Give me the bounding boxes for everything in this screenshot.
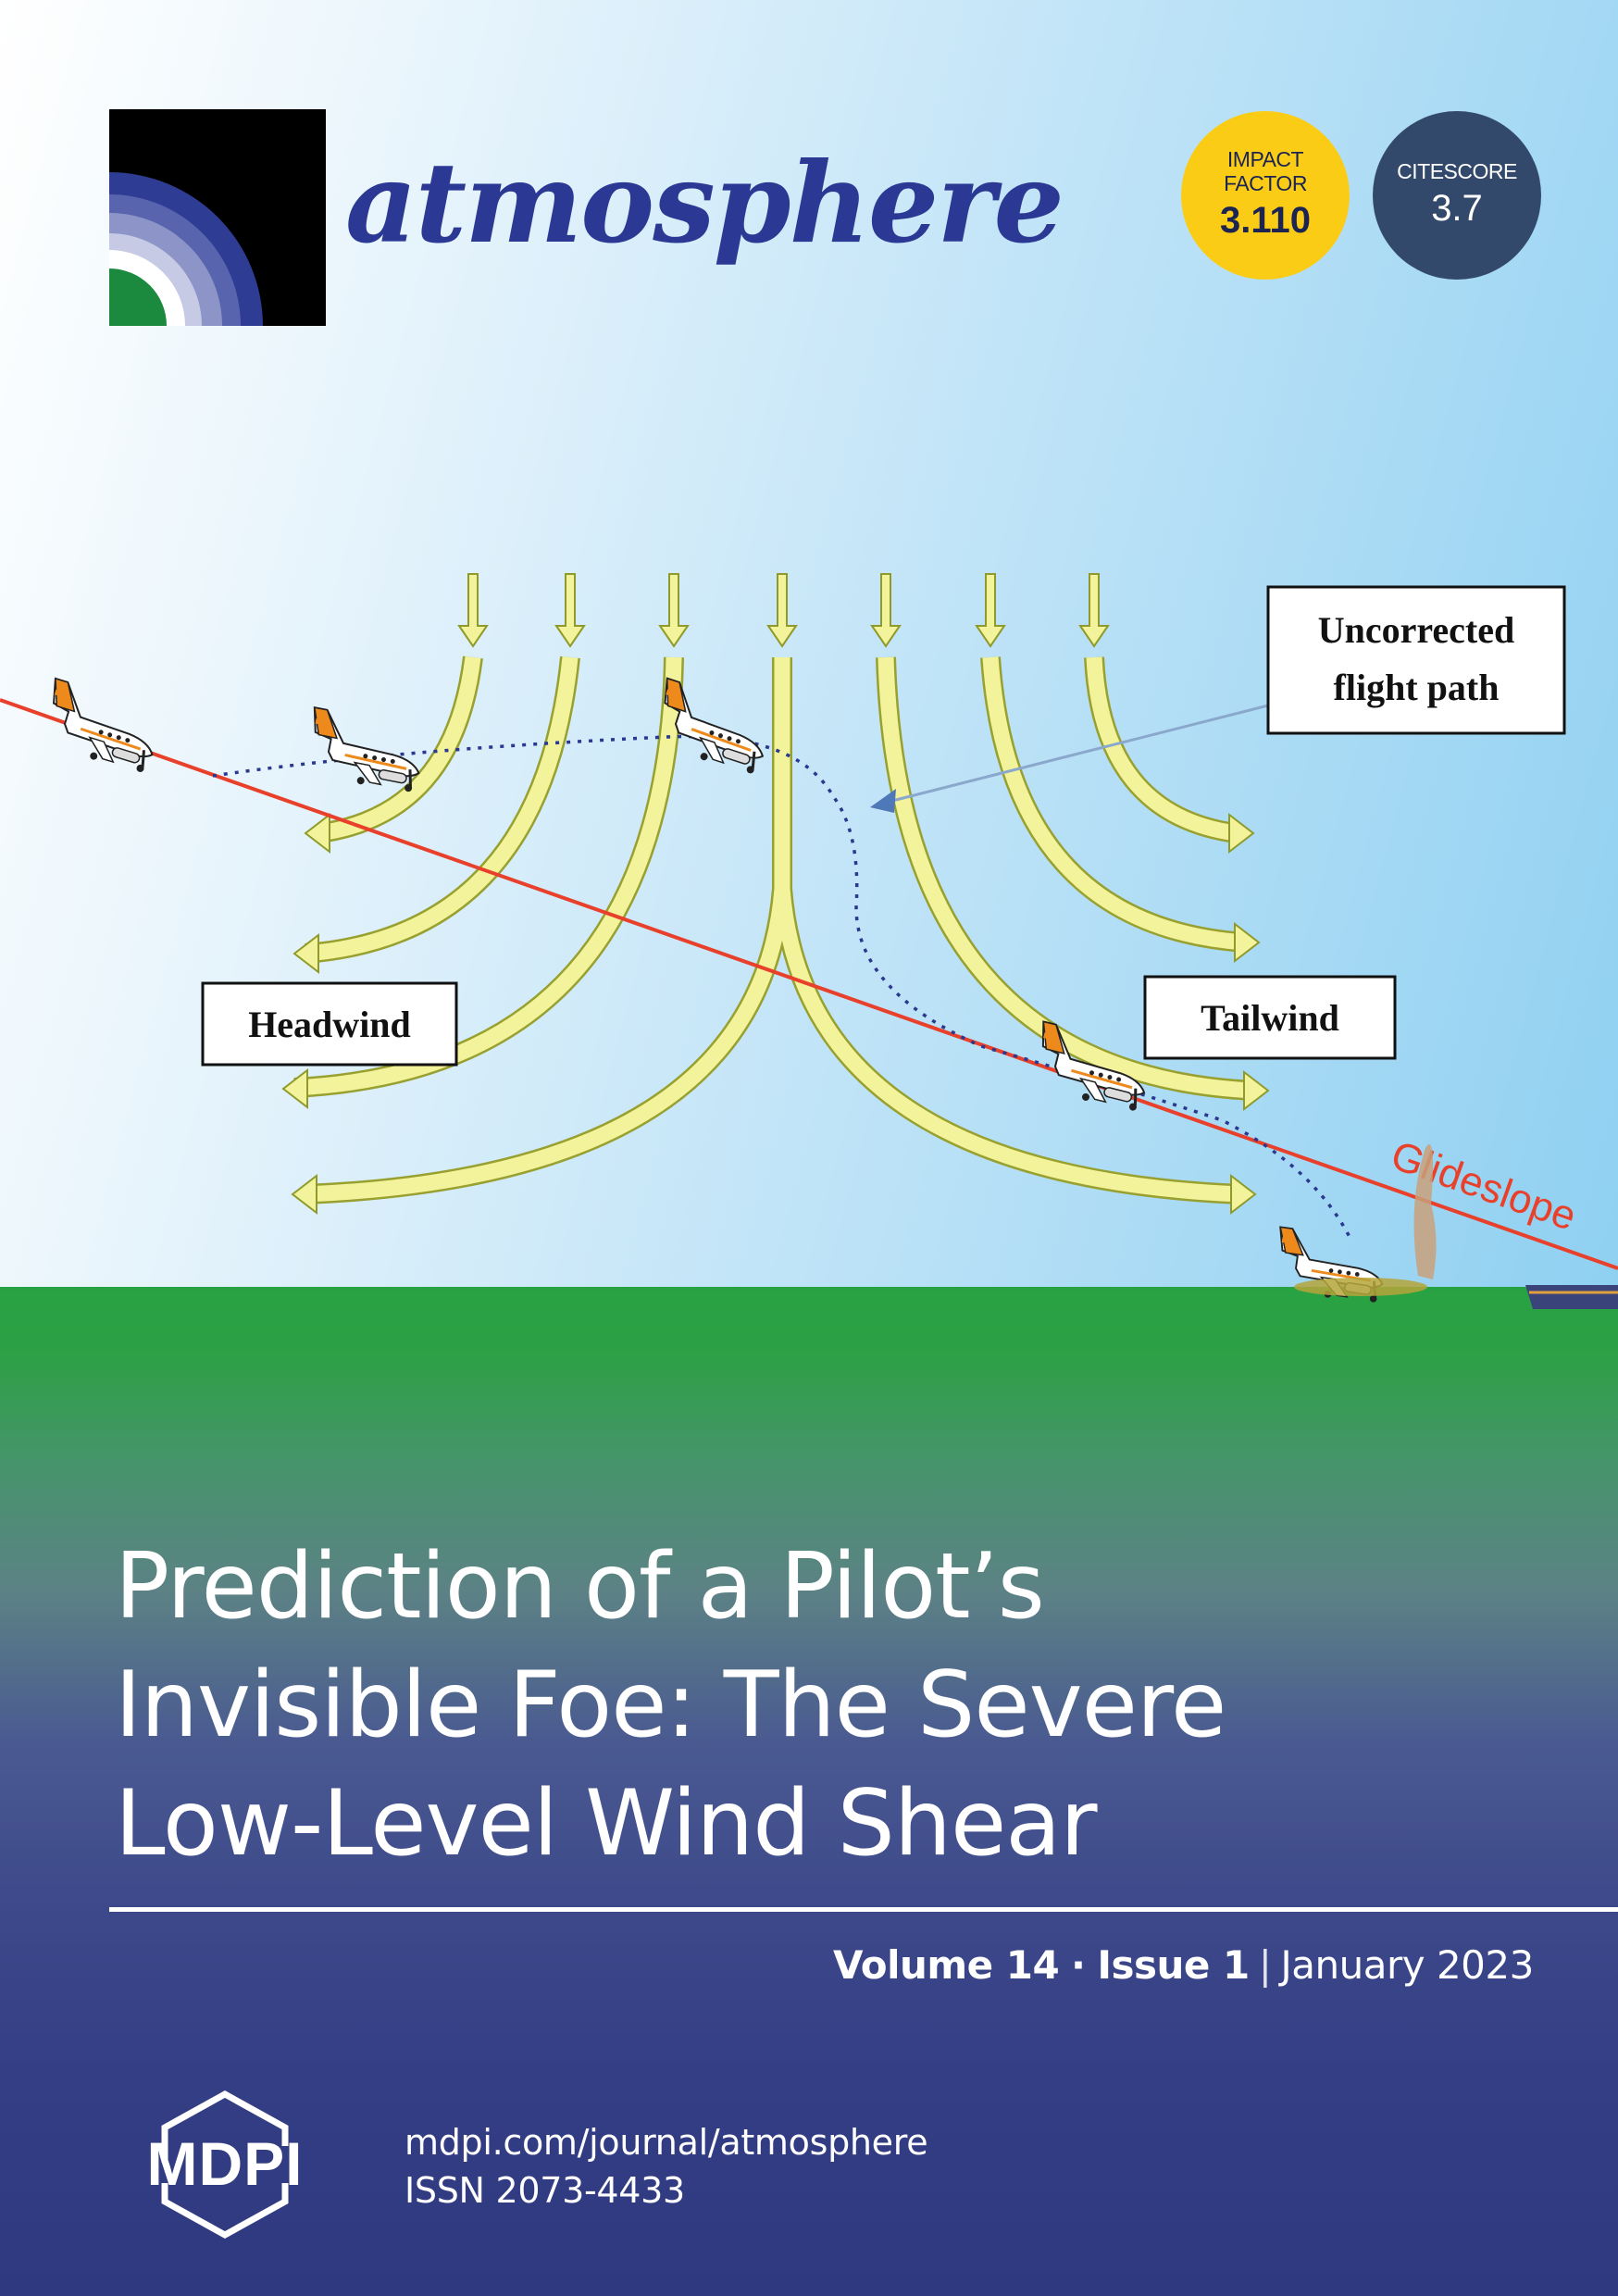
mdpi-logo-icon: MDPI <box>147 2090 304 2239</box>
impact-factor-label-line1: IMPACT <box>1226 147 1304 172</box>
uncorrected-pointer-head <box>870 789 896 813</box>
downdraft-arrows <box>457 573 1110 648</box>
issue-info: Volume 14 · Issue 1|January 2023 <box>833 1942 1534 1988</box>
headwind-callout: Headwind <box>201 981 458 1067</box>
issue-dot: · <box>1071 1942 1086 1988</box>
ground-and-footer-background <box>0 1287 1618 2296</box>
article-title-line1: Prediction of a Pilot’s <box>115 1534 1045 1640</box>
article-title-line3: Low-Level Wind Shear <box>115 1771 1098 1877</box>
journal-footer-info: mdpi.com/journal/atmosphere ISSN 2073-44… <box>404 2118 928 2215</box>
volume-number: Volume 14 <box>833 1942 1060 1988</box>
uncorrected-label-line2: flight path <box>1334 667 1500 708</box>
uncorrected-label-line1: Uncorrected <box>1318 609 1515 651</box>
outflow-wind-arrows <box>293 655 1255 1204</box>
uncorrected-pointer <box>888 704 1269 804</box>
outflow-arrowheads <box>281 812 1270 1216</box>
crash-site <box>1294 1144 1618 1309</box>
article-title: Prediction of a Pilot’s Invisible Foe: T… <box>115 1528 1577 1883</box>
citescore-value: 3.7 <box>1431 187 1483 229</box>
glideslope-line <box>0 698 1618 1270</box>
article-title-line2: Invisible Foe: The Severe <box>115 1653 1226 1758</box>
impact-factor-label-line2: FACTOR <box>1224 171 1307 195</box>
tailwind-callout: Tailwind <box>1143 975 1397 1060</box>
journal-issn: ISSN 2073-4433 <box>404 2170 685 2211</box>
impact-factor-value: 3.110 <box>1220 199 1311 241</box>
headwind-label: Headwind <box>248 1004 411 1045</box>
issue-separator: | <box>1258 1942 1272 1988</box>
citescore-badge: CITESCORE 3.7 <box>1373 111 1541 280</box>
wind-shear-diagram: Glideslope Headwind Tailwind Unco <box>0 573 1618 1309</box>
issue-date: January 2023 <box>1280 1942 1534 1988</box>
journal-url[interactable]: mdpi.com/journal/atmosphere <box>404 2122 928 2163</box>
divider-rule <box>109 1907 1618 1912</box>
mdpi-logo-text: MDPI <box>147 2129 304 2198</box>
journal-logo-icon <box>109 109 326 326</box>
uncorrected-callout: Uncorrected flight path <box>1266 585 1566 735</box>
journal-title: atmosphere <box>345 138 1064 268</box>
impact-factor-badge: IMPACT FACTOR 3.110 <box>1181 111 1350 280</box>
actual-flight-path <box>212 734 1353 1242</box>
tailwind-label: Tailwind <box>1201 997 1339 1039</box>
citescore-label: CITESCORE <box>1397 159 1517 184</box>
issue-number: Issue 1 <box>1097 1942 1250 1988</box>
